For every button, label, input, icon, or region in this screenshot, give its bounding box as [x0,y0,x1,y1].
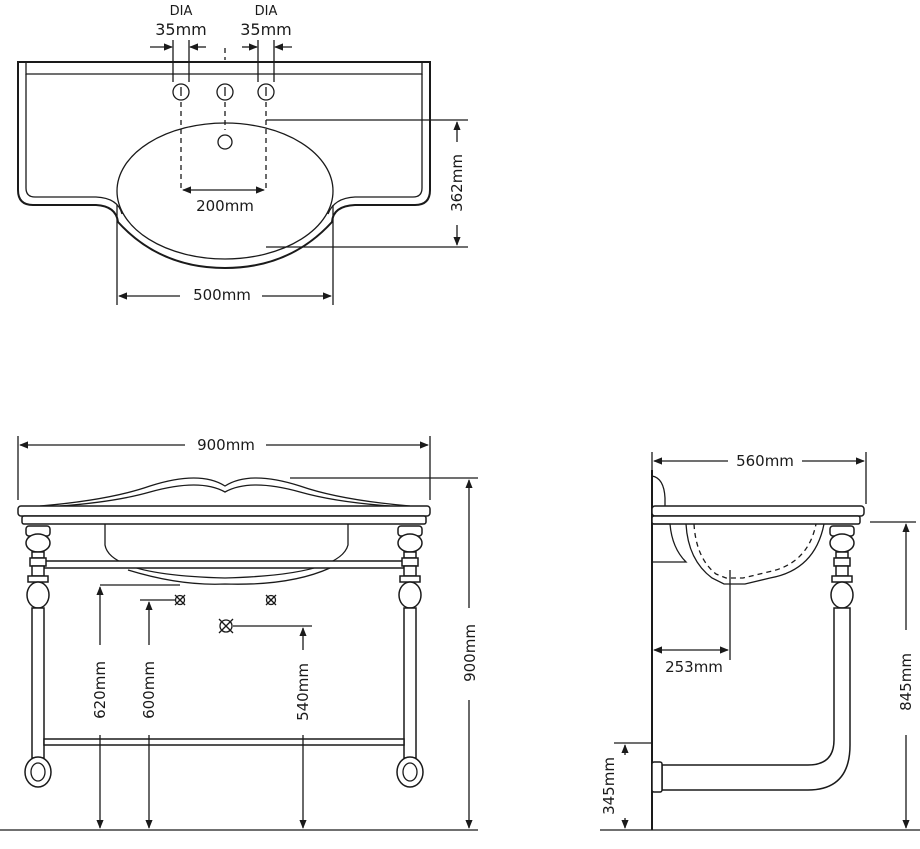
rim-height-label: 845mm [897,653,915,711]
tap-spacing-label: 200mm [196,197,254,215]
front-towel-rail [43,560,405,569]
waste-height-2-label: 600mm [140,661,158,719]
shelf-height-label: 345mm [600,757,618,815]
waste-offset-label: 253mm [665,658,723,676]
front-leg-left [24,525,52,788]
tap-hole-right [257,83,275,101]
top-view: DIA 35mm DIA 35mm 200mm 362mm 500mm [17,4,468,305]
side-view: 560mm 253mm 845mm 345mm [600,452,920,831]
front-leg-right [396,525,424,788]
side-bowl-section [685,523,825,585]
front-lower-bar [43,738,405,746]
waste-height-1-label: 620mm [91,661,109,719]
basin-top-inner-outline-right [327,74,423,215]
front-width-label: 900mm [197,436,255,454]
front-basin-slab [17,505,431,517]
front-bowl [104,524,349,579]
side-depth-label: 560mm [736,452,794,470]
bowl-outline [116,122,334,260]
front-basin-backsplash [39,477,411,507]
supply-point-right [265,594,277,606]
bowl-width-label: 500mm [193,286,251,304]
basin-top-back-ledge [25,62,423,75]
tap-hole-center [216,83,234,101]
tap-hole-left [172,83,190,101]
side-leg [651,525,855,793]
front-height-label: 900mm [461,624,479,682]
tap-hole-right-type: DIA [255,4,278,19]
side-basin-slab [651,505,865,517]
bowl-depth-label: 362mm [448,154,466,212]
waste-point [218,618,234,634]
basin-top-inner-outline [25,74,123,215]
waste-hole [217,134,233,150]
supply-point-left [174,594,186,606]
tap-hole-left-size: 35mm [155,20,207,39]
tap-hole-left-type: DIA [170,4,193,19]
tap-hole-right-size: 35mm [240,20,292,39]
waste-height-3-label: 540mm [294,663,312,721]
front-view: 900mm 900mm 620mm 600mm 540mm [0,436,479,831]
basin-top-outline [17,61,431,270]
